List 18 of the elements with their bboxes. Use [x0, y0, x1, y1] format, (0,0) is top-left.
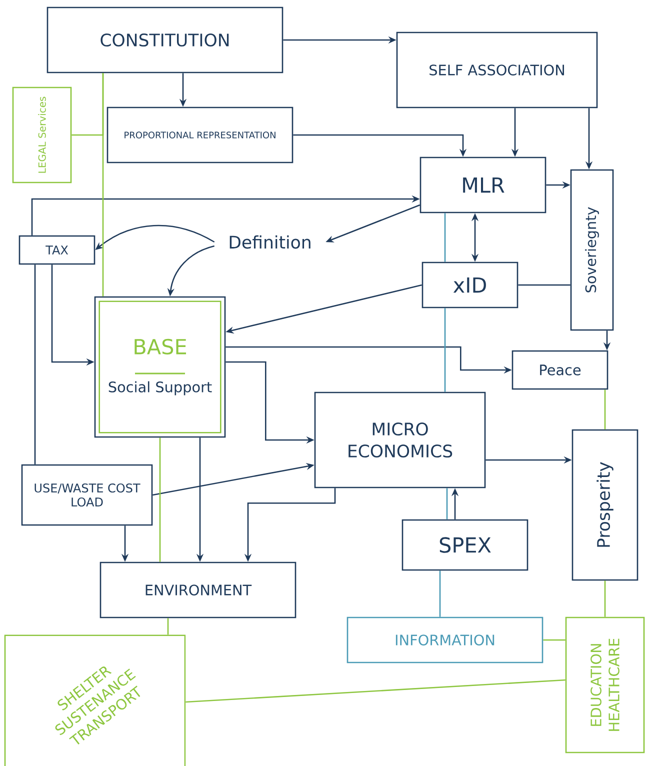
process-box: PROPORTIONAL REPRESENTATION: [106, 106, 294, 164]
process-box: Prosperity: [572, 429, 638, 581]
service-box: EDUCATION HEALTHCARE: [565, 616, 645, 754]
process-box: MICRO ECONOMICS: [314, 392, 486, 488]
process-box: TAX: [18, 235, 96, 265]
process-box: MLR: [420, 156, 546, 214]
process-box: xID: [422, 262, 518, 308]
info-box: INFORMATION: [346, 616, 544, 664]
process-box: USE/WASTE COST LOAD: [21, 464, 153, 526]
process-box: Peace: [512, 350, 608, 390]
process-box: SPEX: [402, 519, 528, 571]
process-box: Soveriegnty: [570, 169, 614, 331]
process-box: BASE Social Support: [94, 296, 226, 438]
text-label: Definition: [230, 235, 310, 249]
service-box: LEGAL Services: [12, 86, 72, 184]
process-box: ENVIRONMENT: [100, 562, 296, 618]
process-box: SELF ASSOCIATION: [396, 32, 598, 108]
process-box: CONSTITUTION: [46, 6, 284, 74]
